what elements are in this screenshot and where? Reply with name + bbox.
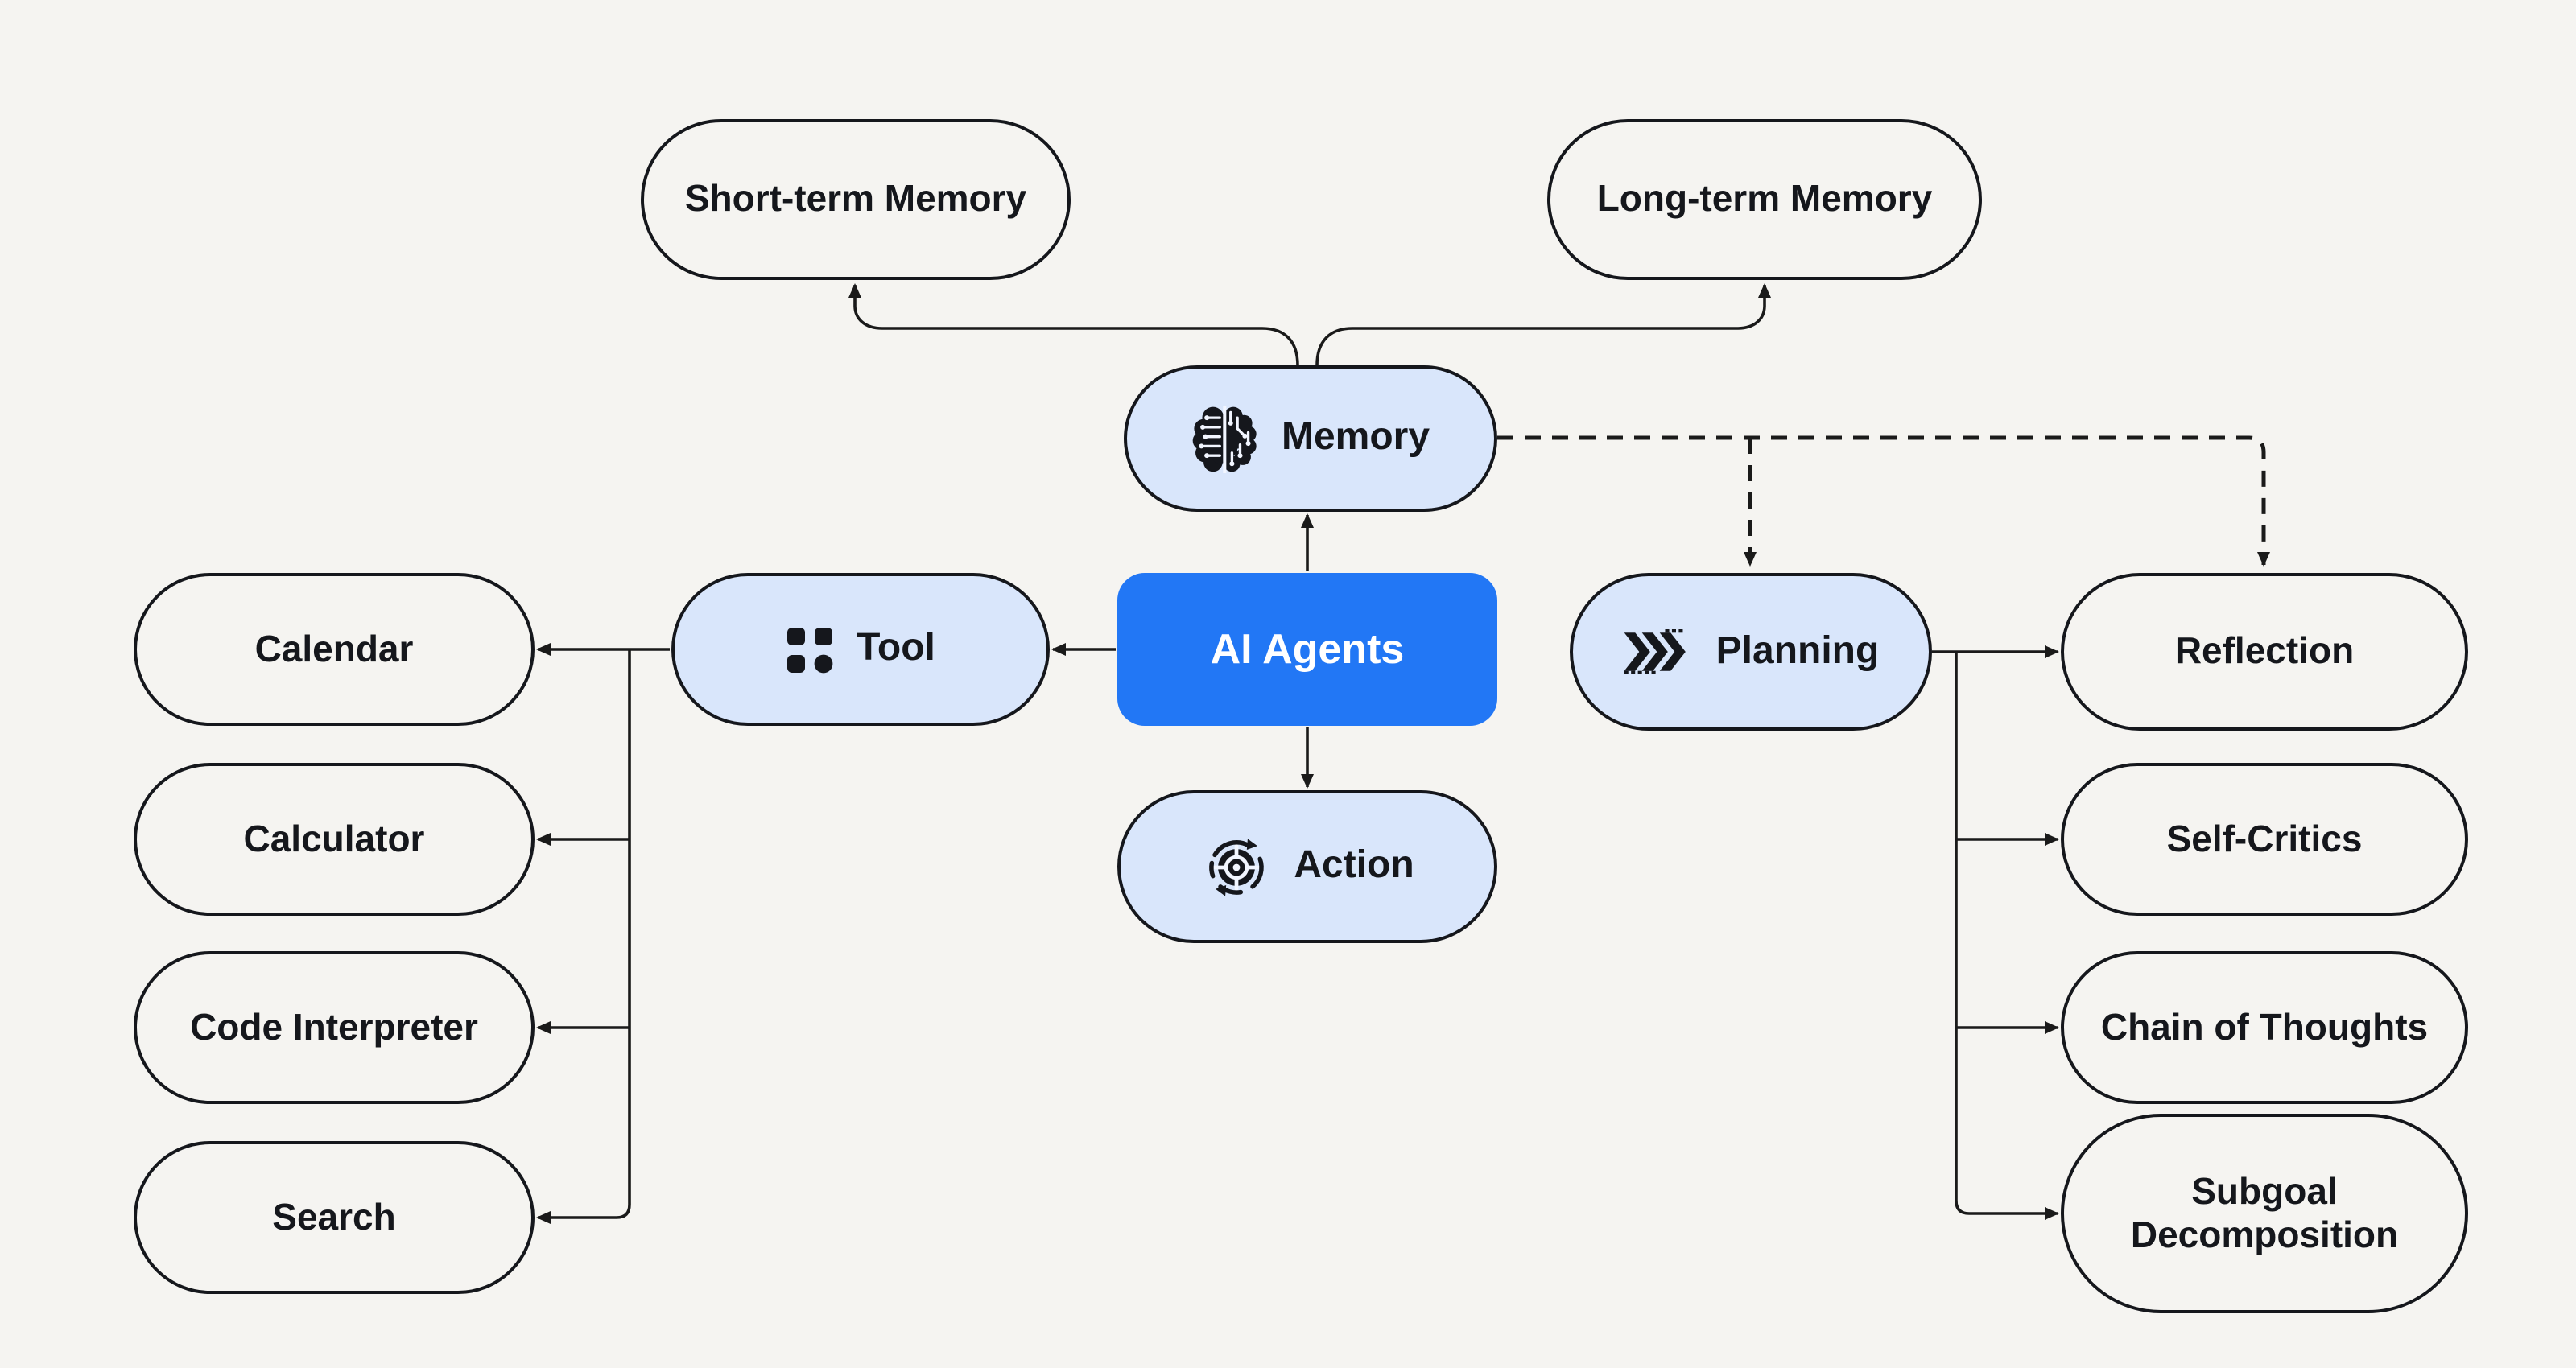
node-label: Long-term Memory <box>1596 177 1933 220</box>
node-action: Action <box>1117 790 1497 943</box>
node-subgoal-decomposition: Subgoal Decomposition <box>2061 1114 2468 1313</box>
node-short-term-memory: Short-term Memory <box>641 119 1071 280</box>
node-label: Short-term Memory <box>684 177 1027 220</box>
node-memory: Memory <box>1124 365 1497 512</box>
node-reflection: Reflection <box>2061 573 2468 731</box>
fast-forward-chevrons-icon <box>1624 629 1686 674</box>
node-code-interpreter: Code Interpreter <box>134 951 535 1104</box>
node-label: Action <box>1294 843 1414 888</box>
node-label: Tool <box>857 626 935 670</box>
node-planning: Planning <box>1570 573 1932 731</box>
node-chain-of-thoughts: Chain of Thoughts <box>2061 951 2468 1104</box>
node-label: Memory <box>1281 415 1430 459</box>
edge-planning-subgoal-trunk <box>1955 652 2059 1220</box>
node-label: Code Interpreter <box>190 1005 478 1048</box>
node-calendar: Calendar <box>134 573 535 726</box>
node-label: Chain of Thoughts <box>2100 1005 2429 1048</box>
brain-circuit-icon <box>1192 405 1257 472</box>
node-self-critics: Self-Critics <box>2061 763 2468 916</box>
target-cycle-icon <box>1208 838 1264 896</box>
node-label: Reflection <box>2174 629 2355 672</box>
node-label: Self-Critics <box>2166 817 2363 859</box>
node-label: Subgoal Decomposition <box>2130 1169 2399 1255</box>
node-long-term-memory: Long-term Memory <box>1547 119 1982 280</box>
node-label: Search <box>272 1195 396 1238</box>
edge-memory-short-term <box>848 283 1299 366</box>
node-search: Search <box>134 1141 535 1294</box>
edge-memory-long-term <box>1315 283 1771 366</box>
node-label: Calculator <box>243 817 425 859</box>
edge-memory-reflection-dashed <box>1497 435 2270 567</box>
apps-grid-icon <box>787 627 833 673</box>
node-label: AI Agents <box>1210 624 1405 674</box>
node-calculator: Calculator <box>134 763 535 916</box>
node-ai-agents: AI Agents <box>1117 573 1497 726</box>
node-tool: Tool <box>671 573 1050 726</box>
node-label: Calendar <box>254 627 414 670</box>
node-label: Planning <box>1715 628 1880 673</box>
edge-tool-search-trunk <box>536 649 631 1224</box>
